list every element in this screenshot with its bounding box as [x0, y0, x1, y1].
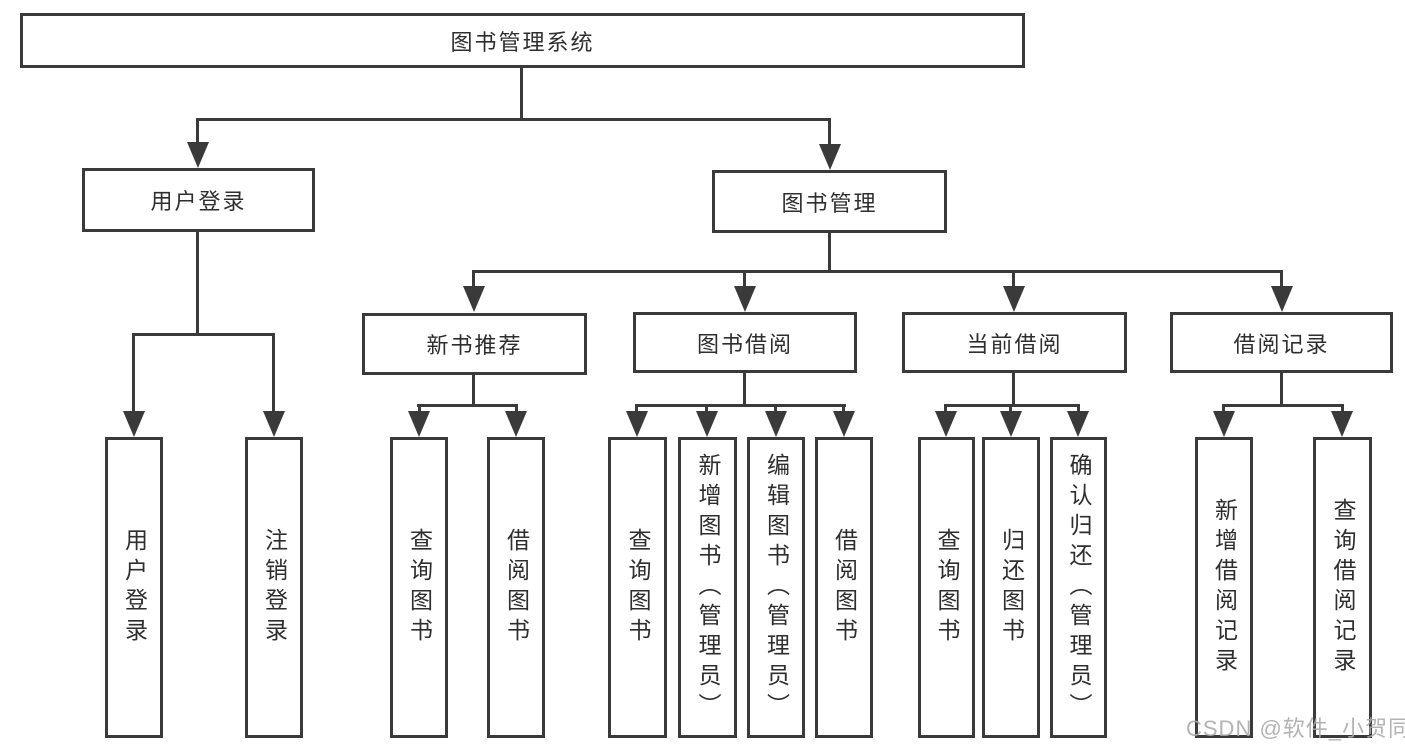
node-new-book-recommend-label: 新书推荐	[426, 333, 523, 358]
connector-user-login-stem	[196, 232, 199, 335]
connector-current-borrowing-bar	[944, 404, 1080, 407]
leaf-bb-edit-books-admin: 编辑图书（管理员）	[747, 437, 805, 738]
leaf-user-login: 用户登录	[105, 437, 163, 738]
connector-drop-cb-confirm	[1077, 404, 1080, 416]
node-book-borrowing-label: 图书借阅	[696, 331, 793, 357]
leaf-logout: 注销登录	[245, 437, 303, 738]
connector-borrowing-records-stem	[1280, 373, 1283, 407]
leaf-nb-borrow-books: 借阅图书	[487, 437, 545, 738]
node-current-borrowing: 当前借阅	[902, 312, 1127, 373]
arrowhead-book-borrowing	[734, 286, 756, 312]
node-user-login-label: 用户登录	[150, 189, 247, 214]
arrowhead-new-book	[463, 286, 485, 312]
arrowhead-bb-edit	[765, 411, 787, 437]
arrowhead-borrowing-records	[1271, 286, 1293, 312]
arrowhead-br-query	[1331, 411, 1353, 437]
connector-drop-new-book	[472, 270, 475, 290]
connector-new-book-stem	[472, 375, 475, 407]
leaf-cb-query-books: 查询图书	[918, 437, 975, 738]
connector-drop-nb-query	[418, 404, 421, 416]
node-new-book-recommend: 新书推荐	[362, 313, 587, 375]
leaf-br-query-record: 查询借阅记录	[1313, 437, 1372, 738]
leaf-br-add-record: 新增借阅记录	[1195, 437, 1253, 738]
leaf-bb-query-books: 查询图书	[608, 437, 667, 738]
leaf-bb-add-books-admin-label: 新增图书（管理员）	[695, 452, 721, 723]
arrowhead-cb-confirm	[1067, 411, 1089, 437]
leaf-bb-borrow-books: 借阅图书	[815, 437, 873, 738]
arrowhead-br-add	[1213, 411, 1235, 437]
connector-new-book-bar	[417, 404, 518, 407]
csdn-watermark: CSDN @软件_小贺同学	[1186, 716, 1405, 741]
connector-level1-bar	[196, 118, 831, 121]
leaf-bb-add-books-admin: 新增图书（管理员）	[678, 437, 737, 738]
arrowhead-cb-query	[935, 411, 957, 437]
leaf-cb-query-books-label: 查询图书	[934, 527, 960, 648]
leaf-nb-borrow-books-label: 借阅图书	[503, 527, 530, 648]
connector-drop-bb-add	[705, 404, 708, 416]
connector-drop-user-login	[196, 118, 199, 146]
arrowhead-bb-query	[626, 411, 648, 437]
connector-drop-cb-query	[944, 404, 947, 416]
connector-book-borrowing-bar	[635, 404, 846, 407]
leaf-br-query-record-label: 查询借阅记录	[1330, 497, 1356, 678]
arrowhead-book-management	[819, 144, 841, 170]
connector-book-borrowing-stem	[743, 373, 746, 407]
connector-borrowing-records-bar	[1222, 404, 1344, 407]
connector-drop-current-borrowing	[1012, 270, 1015, 290]
connector-drop-leaf-user-login	[132, 333, 135, 415]
connector-drop-cb-return	[1009, 404, 1012, 416]
connector-drop-bb-query	[635, 404, 638, 416]
leaf-cb-confirm-return-admin-label: 确认归还（管理员）	[1066, 452, 1092, 723]
leaf-bb-edit-books-admin-label: 编辑图书（管理员）	[763, 452, 790, 723]
leaf-nb-query-books: 查询图书	[390, 437, 448, 738]
node-user-login: 用户登录	[82, 168, 315, 232]
arrowhead-nb-borrow	[505, 411, 527, 437]
node-borrowing-records: 借阅记录	[1170, 312, 1393, 373]
connector-drop-nb-borrow	[515, 404, 518, 416]
arrowhead-leaf-user-login	[123, 411, 145, 437]
node-current-borrowing-label: 当前借阅	[966, 331, 1063, 357]
connector-drop-book-borrowing	[743, 270, 746, 290]
connector-user-login-bar	[132, 333, 275, 336]
leaf-bb-query-books-label: 查询图书	[625, 527, 651, 648]
connector-drop-br-query	[1341, 404, 1344, 416]
leaf-cb-confirm-return-admin: 确认归还（管理员）	[1050, 437, 1107, 738]
arrowhead-bb-borrow	[833, 411, 855, 437]
leaf-cb-return-books: 归还图书	[982, 437, 1040, 738]
node-root-label: 图书管理系统	[450, 29, 595, 55]
connector-level2-bar	[472, 270, 1283, 273]
leaf-bb-borrow-books-label: 借阅图书	[831, 527, 858, 648]
node-book-management-label: 图书管理	[781, 190, 878, 216]
leaf-cb-return-books-label: 归还图书	[998, 527, 1025, 648]
arrowhead-leaf-logout	[263, 411, 285, 437]
connector-current-borrowing-stem	[1012, 373, 1015, 407]
arrowhead-nb-query	[408, 411, 430, 437]
arrowhead-bb-add	[696, 411, 718, 437]
node-borrowing-records-label: 借阅记录	[1233, 331, 1330, 357]
connector-drop-bb-borrow	[842, 404, 845, 416]
arrowhead-cb-return	[1000, 411, 1022, 437]
connector-drop-br-add	[1222, 404, 1225, 416]
leaf-br-add-record-label: 新增借阅记录	[1211, 497, 1238, 678]
node-book-management: 图书管理	[712, 170, 947, 233]
node-root: 图书管理系统	[20, 13, 1025, 68]
node-book-borrowing: 图书借阅	[633, 312, 857, 373]
leaf-user-login-label: 用户登录	[121, 527, 148, 648]
connector-drop-book-management	[828, 118, 831, 148]
arrowhead-user-login	[187, 142, 209, 168]
leaf-nb-query-books-label: 查询图书	[406, 527, 433, 648]
connector-drop-bb-edit	[774, 404, 777, 416]
connector-drop-borrowing-records	[1280, 270, 1283, 290]
connector-drop-leaf-logout	[272, 333, 275, 415]
connector-book-management-stem	[828, 233, 831, 273]
connector-root-stem	[520, 68, 523, 121]
arrowhead-current-borrowing	[1003, 286, 1025, 312]
leaf-logout-label: 注销登录	[261, 527, 288, 648]
